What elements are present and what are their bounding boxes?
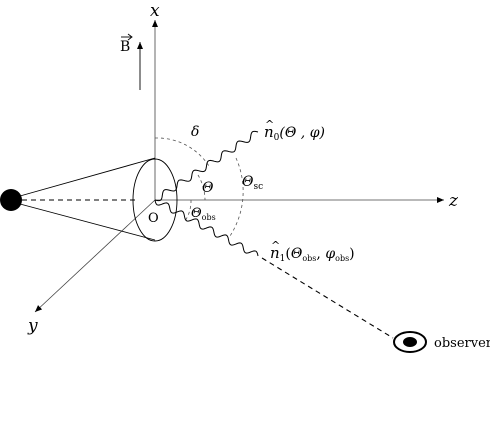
emission-disk (132, 158, 178, 242)
observer-label: observer (434, 336, 490, 351)
theta-sc-arc (229, 157, 244, 237)
theta-obs-arc (184, 199, 192, 222)
delta-label: δ (191, 124, 199, 140)
observer-icon (393, 331, 427, 353)
n1-hat: ^ (271, 239, 280, 252)
photon-n0-wavy-line (154, 130, 259, 202)
y-axis (34, 199, 156, 313)
cone-lower-line (19, 203, 156, 241)
photon-n1-wavy-line (154, 199, 259, 257)
x-axis-label: x (150, 1, 160, 21)
y-axis-label: y (27, 316, 38, 336)
theta-arc (197, 174, 206, 201)
z-axis-label: z (448, 191, 459, 211)
theta-obs-label: Θobs (191, 206, 216, 222)
delta-arc (154, 137, 210, 167)
source-dot (0, 189, 22, 211)
n0-hat: ^ (265, 118, 274, 131)
observer-icon-center (403, 337, 417, 347)
b-field-label: B (120, 39, 130, 55)
theta-label: Θ (202, 180, 214, 196)
n1-label: n1(Θobs, φobs) (270, 244, 355, 264)
theta-sc-label: Θsc (242, 174, 263, 192)
n0-label: n0(Θ , φ) (264, 123, 325, 143)
observer-line-of-sight (261, 257, 394, 339)
origin-label: O (148, 211, 159, 226)
cone-upper-line (19, 157, 156, 197)
b-field-vector-arrowhead (127, 33, 133, 41)
